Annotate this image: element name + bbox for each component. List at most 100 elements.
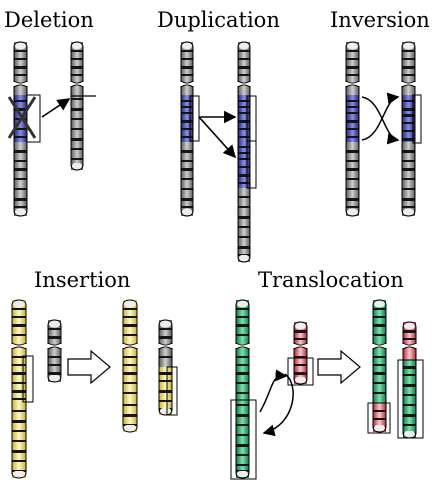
inversion-title: Inversion [330, 8, 430, 32]
inversion-result-chromosome-band [402, 188, 415, 190]
inversion-result-chromosome-band [402, 150, 415, 153]
insertion-yellow-chromosome-band [12, 398, 26, 400]
inversion-result-chromosome-band [402, 66, 415, 69]
translocation-red-chromosome-segment [294, 322, 307, 384]
duplication-result-chromosome-band [238, 158, 250, 160]
duplication-result-chromosome-band [238, 50, 250, 52]
insertion-gray-chromosome-tip [49, 375, 60, 381]
insertion-gray-result-chromosome-band [159, 372, 172, 375]
inversion-result-chromosome-band [402, 122, 415, 124]
duplication-title: Duplication [157, 8, 280, 32]
deletion-result-chromosome-band [71, 50, 83, 52]
deletion-original-chromosome-tip [15, 209, 26, 215]
insertion-gray-result-chromosome-centromere [158, 344, 173, 348]
inversion-result-chromosome-band [402, 178, 415, 180]
insertion-yellow-chromosome-band [12, 420, 26, 423]
duplication-result-chromosome-band [238, 174, 250, 177]
deletion-result-chromosome-outline [70, 41, 84, 171]
inversion-result-chromosome-band [402, 160, 415, 162]
duplication-result-chromosome-band [238, 74, 250, 76]
deletion-original-chromosome-centromere-line [13, 80, 28, 88]
insertion-yellow-result-chromosome-band [123, 414, 137, 417]
insertion-yellow-chromosome-tip [13, 301, 25, 307]
deletion-original-chromosome-band [14, 108, 27, 111]
insertion-yellow-result-chromosome-outline [122, 299, 138, 433]
deletion-result-chromosome-centromere-line [70, 80, 84, 88]
translocation-green-chromosome-tip [237, 471, 248, 477]
insertion-yellow-chromosome-band [12, 390, 26, 393]
translocation-red-chromosome-centromere-line [293, 342, 308, 350]
insertion-gray-chromosome-band [48, 336, 61, 339]
duplication-result-chromosome-segment [238, 188, 250, 262]
translocation-green-chromosome-band [236, 316, 249, 318]
insertion-yellow-result-chromosome-band [123, 334, 137, 336]
deletion-result-chromosome-band [71, 108, 83, 111]
duplication-result-chromosome-band [238, 196, 250, 198]
duplication-original-chromosome-band [181, 112, 193, 114]
translocation-green-result-chromosome-band [373, 356, 386, 358]
inversion-result-chromosome-centromere [401, 82, 416, 86]
deletion-original-chromosome-band [14, 100, 27, 102]
insertion-annotations [22, 349, 178, 416]
translocation-red-chromosome-band [294, 356, 307, 358]
duplication-original-chromosome-band [181, 100, 193, 102]
duplication-result-chromosome-band [238, 146, 250, 148]
insertion-gray-chromosome-tip [49, 321, 60, 327]
translocation-green-chromosome-band [236, 372, 249, 375]
duplication-result-chromosome-centromere [237, 82, 251, 86]
insertion-yellow-chromosome-band [12, 410, 26, 412]
translocation-green-chromosome-band [236, 364, 249, 366]
deletion-original-chromosome-centromere [13, 82, 28, 86]
translocation-green-chromosome-band [236, 424, 249, 426]
deletion-original-chromosome-band [14, 50, 27, 52]
translocation-green-result-chromosome-band [373, 418, 386, 420]
inversion-result-chromosome-band [402, 138, 415, 141]
insertion-yellow-chromosome-band [12, 460, 26, 462]
insertion-yellow-chromosome-band [12, 450, 26, 453]
translocation-green-chromosome-band [236, 356, 249, 358]
duplication-result-chromosome [237, 41, 251, 263]
translocation-green-chromosome-band [236, 464, 249, 466]
duplication-original-chromosome-band [181, 150, 193, 153]
insertion-gray-result-chromosome-tip [160, 408, 171, 414]
translocation-red-chromosome [293, 321, 308, 385]
deletion-original-chromosome-band [14, 136, 27, 138]
duplication-result-chromosome-tip [239, 43, 249, 49]
translocation-red-chromosome-tip [295, 377, 306, 383]
insertion-yellow-chromosome-band [12, 324, 26, 327]
duplication-annotations [189, 95, 257, 189]
translocation-red-result-chromosome-centromere [402, 344, 417, 348]
translocation-green-result-chromosome-tip [374, 425, 385, 431]
insertion-gray-result-chromosome-band [159, 356, 172, 358]
inversion-original-chromosome-band [346, 74, 359, 76]
duplication-original-chromosome-band [181, 168, 193, 171]
insertion-gray-result-chromosome-band [159, 380, 172, 382]
inversion-original-chromosome-band [346, 58, 359, 60]
insertion-yellow-result-chromosome-centromere-line [122, 342, 138, 350]
duplication-result-chromosome-band [238, 236, 250, 238]
translocation-red-chromosome-band [294, 372, 307, 375]
inversion-original-chromosome [345, 41, 360, 217]
duplication-result-chromosome-outline [237, 41, 251, 263]
duplication-original-chromosome-band [181, 188, 193, 190]
translocation-green-result-chromosome-band [373, 308, 386, 310]
duplication-copy2-box [246, 140, 257, 189]
translocation-green-result-chromosome-band [373, 410, 386, 412]
translocation-green-chromosome-band [236, 324, 249, 327]
deletion-result-chromosome-band [71, 74, 83, 76]
inversion-annotations [361, 92, 422, 145]
duplication-original-chromosome-band [181, 128, 193, 130]
duplication-result-chromosome-band [238, 106, 250, 108]
inversion-result-chromosome-band [402, 130, 415, 132]
translocation-red-result-chromosome-band [403, 338, 416, 340]
translocation-red-chromosome-band [294, 364, 307, 366]
insertion-yellow-chromosome-band [12, 334, 26, 336]
translocation-red-chromosome-tip [295, 323, 306, 329]
insertion-gray-chromosome-band [48, 364, 61, 366]
inversion-result-chromosome-band [402, 198, 415, 201]
insertion-yellow-chromosome-band [12, 382, 26, 384]
insertion-yellow-chromosome-band [12, 440, 26, 442]
insertion-yellow-result-chromosome-band [123, 308, 137, 310]
deletion-original-chromosome-tip [15, 43, 26, 49]
translocation-green-result-chromosome [372, 299, 387, 433]
